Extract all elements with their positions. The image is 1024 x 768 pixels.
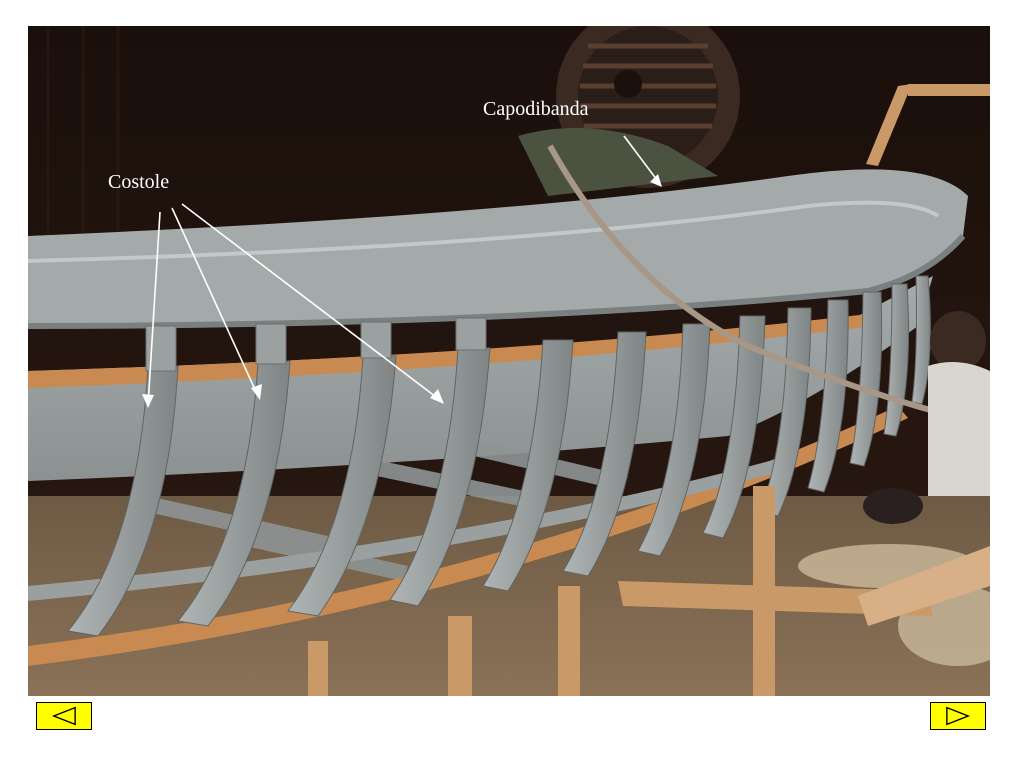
triangle-left-icon [51,706,76,726]
label-ribs: Costole [108,171,169,193]
next-slide-button[interactable] [930,702,986,730]
worker-figure [863,311,990,524]
arrow-ribs-3 [181,203,441,401]
annotation-arrows [147,135,661,407]
ribs-group [67,275,931,637]
arrow-gunwale [623,135,661,185]
sawhorse-frame [866,84,990,166]
boat-photo: Costole Capodibanda [28,26,990,696]
arrow-ribs-2 [171,207,259,397]
arrow-ribs-1 [147,211,161,407]
label-gunwale: Capodibanda [483,98,589,120]
background-machine [518,26,740,196]
previous-slide-button[interactable] [36,702,92,730]
triangle-right-icon [946,706,971,726]
boat-hull-illustration: Costole Capodibanda [28,26,990,696]
